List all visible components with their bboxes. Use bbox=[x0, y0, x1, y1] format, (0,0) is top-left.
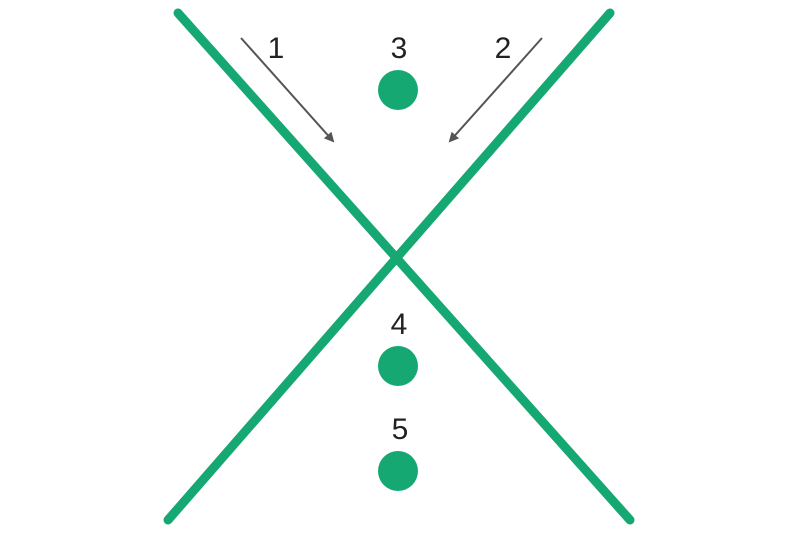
diagonal-line-right-to-left bbox=[163, 8, 615, 525]
dot-3 bbox=[378, 70, 418, 110]
dot-4-label: 4 bbox=[391, 308, 408, 341]
arrow-1 bbox=[240, 37, 335, 143]
arrow-1-label: 1 bbox=[268, 32, 285, 65]
dot-4 bbox=[378, 346, 418, 386]
dot-5-label: 5 bbox=[392, 413, 409, 446]
dot-5 bbox=[378, 451, 418, 491]
arrow-2-label: 2 bbox=[495, 32, 512, 65]
diagonal-line-left-to-right bbox=[173, 8, 635, 525]
dot-3-label: 3 bbox=[391, 32, 408, 65]
arrow-2 bbox=[448, 37, 543, 143]
